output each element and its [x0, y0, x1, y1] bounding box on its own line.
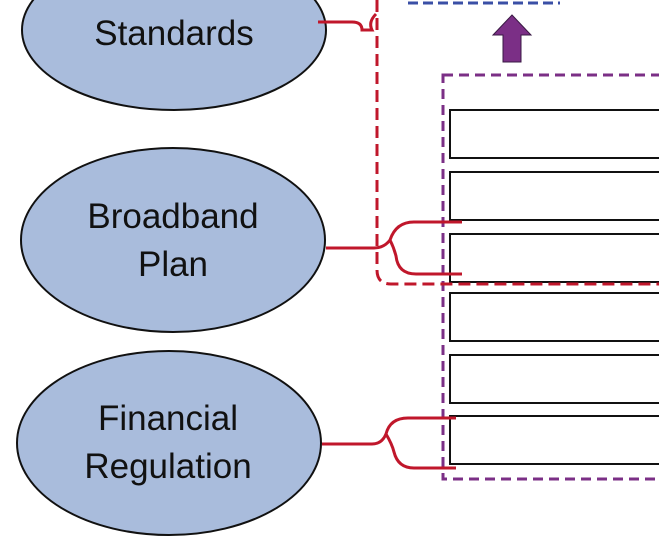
purple-dashed-container	[441, 73, 659, 481]
financial-regulation-ellipse	[16, 350, 322, 536]
broadband-plan-label: Broadband Plan	[23, 193, 323, 289]
stack-box	[449, 292, 659, 342]
financial-regulation-label: Financial Regulation	[18, 395, 318, 491]
broadband-plan-label-line-2: Plan	[137, 245, 209, 284]
up-arrow	[491, 14, 533, 63]
standards-ellipse	[21, 0, 327, 111]
financial-regulation-label-line-2: Regulation	[84, 447, 252, 486]
stack-box	[449, 354, 659, 404]
broadband-plan-label-line-1: Broadband	[87, 197, 259, 236]
standards-connector	[318, 12, 378, 32]
broadband-plan-ellipse	[20, 147, 326, 333]
stack-box	[449, 233, 659, 283]
broadband-plan-bracket	[326, 220, 462, 276]
stack-box	[449, 171, 659, 221]
financial-regulation-bracket	[322, 416, 456, 470]
standards-label: Standards	[24, 10, 324, 58]
financial-regulation-label-line-1: Financial	[97, 399, 239, 438]
standards-label-line: Standards	[94, 14, 254, 53]
stack-box	[449, 415, 659, 465]
standards-dashed-region	[375, 0, 659, 286]
stack-box	[449, 109, 659, 159]
